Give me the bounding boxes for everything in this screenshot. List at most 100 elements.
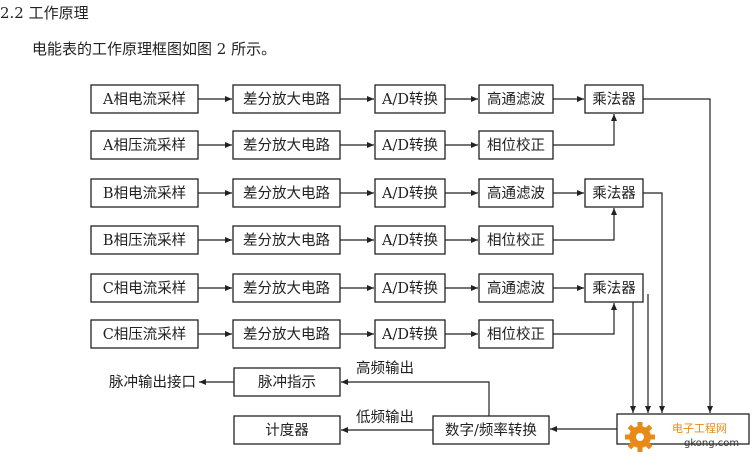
amp-box-4: 差分放大电路: [232, 273, 341, 303]
adc-box-4-label: A/D转换: [381, 280, 438, 297]
sample-box-2-label: B相电流采样: [103, 185, 186, 202]
adc-box-1: A/D转换: [374, 130, 446, 160]
filter-box-4: 高通滤波: [478, 273, 554, 303]
adc-box-0-frame: [374, 84, 446, 114]
filter-box-4-frame: [478, 273, 554, 303]
adc-box-1-label: A/D转换: [381, 137, 438, 154]
filter-box-3-frame: [478, 225, 554, 255]
amp-box-4-frame: [232, 273, 341, 303]
arrow-phase-multiplier-0: [553, 114, 617, 146]
arrow-phase-multiplier-1: [553, 208, 617, 241]
amp-box-2-frame: [232, 178, 341, 208]
filter-box-2: 高通滤波: [478, 178, 554, 208]
arrow-phase-multiplier-2: [553, 303, 617, 335]
adc-box-3-frame: [374, 225, 446, 255]
sample-box-3: B相压流采样: [90, 225, 199, 255]
multiplier-box-0: 乘法器: [584, 84, 644, 114]
pulse-indicator-box: 脉冲指示: [233, 367, 341, 397]
sample-box-5-frame: [90, 319, 199, 349]
filter-box-1-frame: [478, 130, 554, 160]
pulse-output-port-label: 脉冲输出接口: [109, 374, 196, 391]
sample-box-0-frame: [90, 84, 199, 114]
adc-box-2-label: A/D转换: [381, 185, 438, 202]
gear-icon-tooth: [637, 422, 643, 428]
arrow-multiplier-acc-1: [643, 192, 665, 413]
adc-box-2: A/D转换: [374, 178, 446, 208]
watermark-site-name: 电子工程网: [672, 422, 727, 435]
amp-box-4-label: 差分放大电路: [243, 280, 330, 297]
section-title: 2.2 工作原理: [0, 4, 89, 22]
sample-box-4: C相电流采样: [90, 273, 199, 303]
high-freq-output-label: 高频输出: [356, 360, 414, 377]
adc-box-1-frame: [374, 130, 446, 160]
multiplier-box-2-label: 乘法器: [592, 280, 636, 297]
gear-icon-hub: [636, 433, 644, 441]
dfc-box-frame: [432, 415, 550, 445]
adc-box-2-frame: [374, 178, 446, 208]
adc-box-5-label: A/D转换: [381, 326, 438, 343]
sample-box-5: C相压流采样: [90, 319, 199, 349]
amp-box-5-label: 差分放大电路: [243, 326, 330, 343]
adc-box-4: A/D转换: [374, 273, 446, 303]
adc-box-0-label: A/D转换: [381, 91, 438, 108]
gear-icon-tooth: [627, 424, 636, 433]
amp-box-3: 差分放大电路: [232, 225, 341, 255]
counter-box-label: 计度器: [265, 422, 309, 439]
sample-box-4-frame: [90, 273, 199, 303]
gear-icon-tooth: [644, 441, 653, 450]
multiplier-box-2: 乘法器: [584, 273, 644, 303]
intro-text: 电能表的工作原理框图如图 2 所示。: [32, 40, 277, 58]
multiplier-box-1-frame: [584, 178, 644, 208]
filter-box-1: 相位校正: [478, 130, 554, 160]
filter-box-5: 相位校正: [478, 319, 554, 349]
amp-box-5: 差分放大电路: [232, 319, 341, 349]
filter-box-2-frame: [478, 178, 554, 208]
gear-icon-tooth: [627, 441, 636, 450]
adc-box-5-frame: [374, 319, 446, 349]
sample-box-3-frame: [90, 225, 199, 255]
amp-box-3-frame: [232, 225, 341, 255]
filter-box-3-label: 相位校正: [487, 232, 545, 249]
adc-box-4-frame: [374, 273, 446, 303]
multiplier-box-0-label: 乘法器: [592, 91, 636, 108]
dfc-box-label: 数字/频率转换: [445, 422, 537, 439]
gear-icon-tooth: [649, 434, 655, 440]
filter-box-0: 高通滤波: [478, 84, 554, 114]
amp-box-0-frame: [232, 84, 341, 114]
amp-box-1: 差分放大电路: [232, 130, 341, 160]
gear-icon-tooth: [644, 424, 653, 433]
sample-box-0: A相电流采样: [90, 84, 199, 114]
amp-box-0-label: 差分放大电路: [243, 91, 330, 108]
sample-box-5-label: C相压流采样: [103, 326, 187, 343]
gear-icon-tooth: [625, 434, 631, 440]
amp-box-1-label: 差分放大电路: [243, 137, 330, 154]
pulse-indicator-box-frame: [233, 367, 341, 397]
filter-box-5-frame: [478, 319, 554, 349]
filter-box-2-label: 高通滤波: [487, 185, 545, 202]
sample-box-3-label: B相压流采样: [103, 232, 186, 249]
counter-box: 计度器: [233, 415, 341, 445]
sample-box-2-frame: [90, 178, 199, 208]
counter-box-frame: [233, 415, 341, 445]
amp-box-0: 差分放大电路: [232, 84, 341, 114]
adc-box-3-label: A/D转换: [381, 232, 438, 249]
sample-box-0-label: A相电流采样: [102, 91, 186, 108]
arrow-multiplier-acc-0: [643, 98, 713, 413]
multiplier-box-2-frame: [584, 273, 644, 303]
filter-box-5-label: 相位校正: [487, 326, 545, 343]
filter-box-0-label: 高通滤波: [487, 91, 545, 108]
adc-box-5: A/D转换: [374, 319, 446, 349]
amp-box-1-frame: [232, 130, 341, 160]
multiplier-box-1-label: 乘法器: [592, 185, 636, 202]
amp-box-3-label: 差分放大电路: [243, 232, 330, 249]
filter-box-4-label: 高通滤波: [487, 280, 545, 297]
multiplier-box-1: 乘法器: [584, 178, 644, 208]
sample-box-1-frame: [90, 130, 199, 160]
amp-box-2-label: 差分放大电路: [243, 185, 330, 202]
filter-box-3: 相位校正: [478, 225, 554, 255]
low-freq-output-label: 低频输出: [356, 409, 414, 426]
multiplier-box-0-frame: [584, 84, 644, 114]
sample-box-1-label: A相压流采样: [102, 137, 186, 154]
